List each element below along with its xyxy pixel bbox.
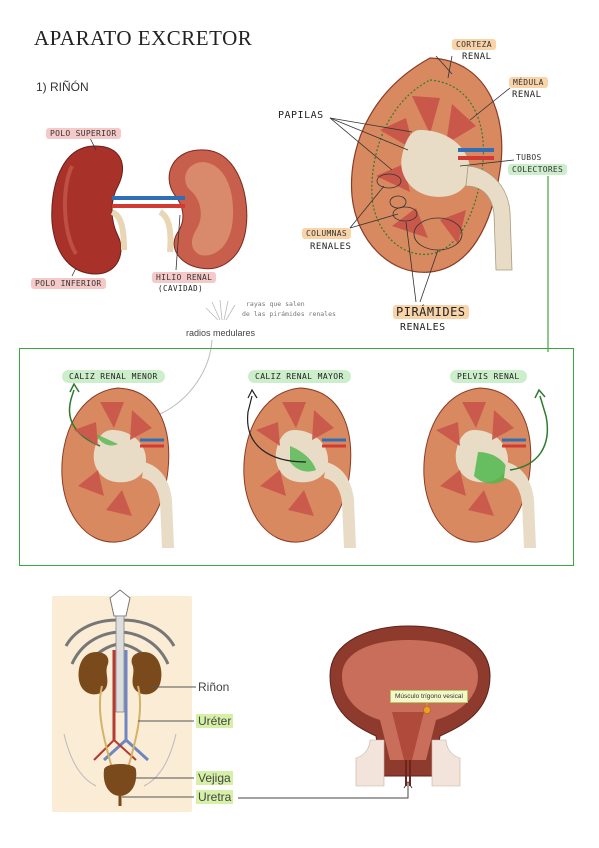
label-papilas: PAPILAS: [278, 110, 324, 121]
label-uretra: Uretra: [196, 790, 234, 804]
label-vejiga: Vejiga: [196, 771, 233, 785]
label-caliz-mayor: CALIZ RENAL MAYOR: [248, 370, 351, 383]
label-piramides: PIRÁMIDES: [393, 305, 469, 319]
calyx-panel: [19, 348, 574, 566]
label-polo-inferior: POLO INFERIOR: [31, 278, 106, 289]
label-rinon: Riñon: [198, 680, 230, 694]
label-columnas: COLUMNAS: [302, 228, 351, 239]
label-medula-renal: RENAL: [512, 90, 542, 100]
label-columnas-renales: RENALES: [310, 242, 352, 252]
note-rayas-1: rayas que salen: [246, 300, 305, 308]
label-polo-superior: POLO SUPERIOR: [46, 128, 121, 139]
label-cavidad: (CAVIDAD): [158, 284, 204, 293]
label-tubos-colectores: COLECTORES: [508, 164, 568, 175]
label-corteza-renal: RENAL: [462, 52, 492, 62]
label-radios-medulares: radios medulares: [186, 328, 256, 338]
note-rayas-2: de las pirámides renales: [242, 310, 336, 318]
label-hilio-renal: HILIO RENAL: [152, 272, 217, 283]
label-corteza: CORTEZA: [452, 39, 496, 50]
page-title: APARATO EXCRETOR: [34, 26, 253, 50]
label-pelvis-renal: PELVIS RENAL: [450, 370, 527, 383]
label-caliz-menor: CALIZ RENAL MENOR: [62, 370, 165, 383]
label-ureter: Uréter: [196, 714, 234, 728]
section-heading: 1) RIÑÓN: [36, 80, 89, 94]
label-tubos: TUBOS: [516, 153, 542, 162]
label-piramides-renales: RENALES: [400, 322, 446, 333]
label-medula: MÉDULA: [509, 77, 548, 88]
bladder-tooltip: Músculo trígono vesical: [390, 690, 468, 703]
